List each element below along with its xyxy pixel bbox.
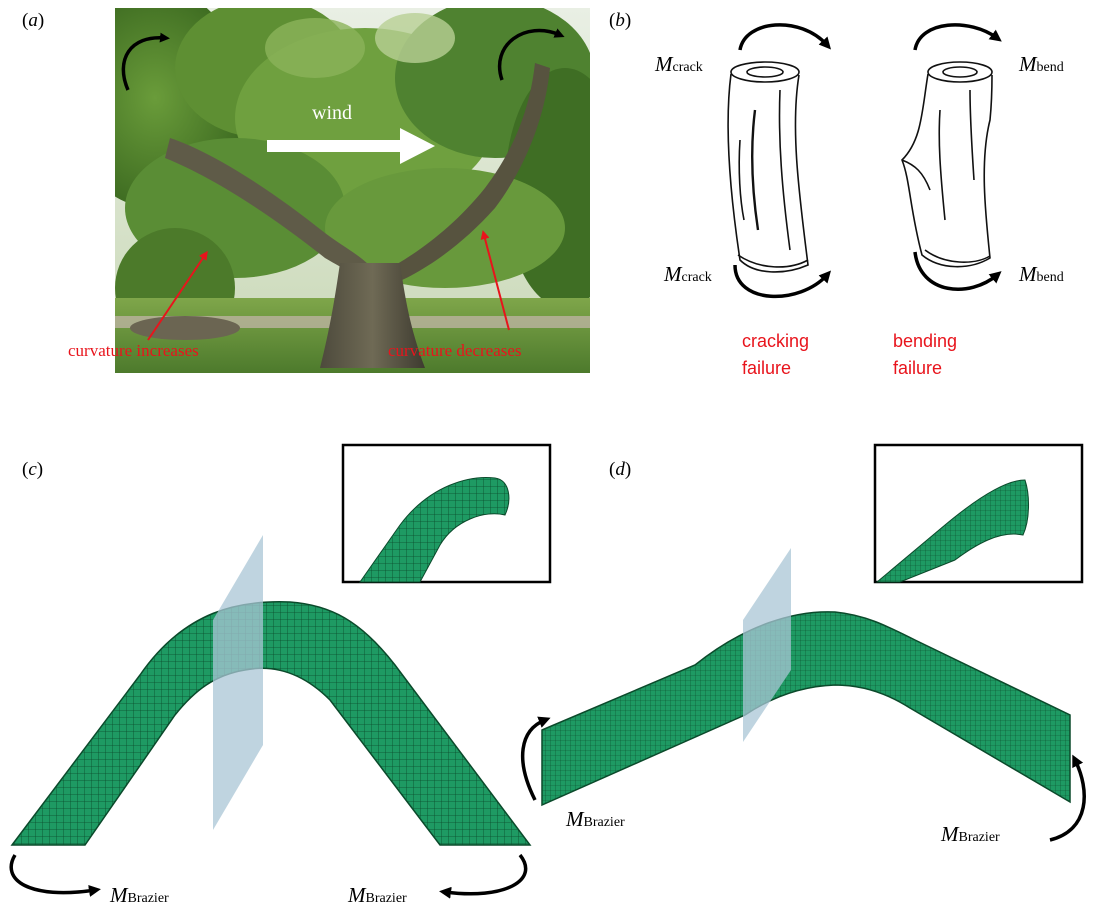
m-bend-top-label: Mbend xyxy=(1019,52,1064,77)
m-brazier-d-right-label: MBrazier xyxy=(941,822,1000,847)
m-brazier-d-left-label: MBrazier xyxy=(566,807,625,832)
m-crack-top-label: Mcrack xyxy=(655,52,703,77)
m-brazier-c-left-label: MBrazier xyxy=(110,883,169,908)
cracking-sketch xyxy=(728,62,808,272)
m-bend-bottom-label: Mbend xyxy=(1019,262,1064,287)
fe-mesh-c xyxy=(0,430,560,916)
bending-sketch xyxy=(902,62,992,267)
m-crack-bottom-label: Mcrack xyxy=(664,262,712,287)
m-brazier-c-right-label: MBrazier xyxy=(348,883,407,908)
fe-mesh-d xyxy=(515,430,1097,870)
